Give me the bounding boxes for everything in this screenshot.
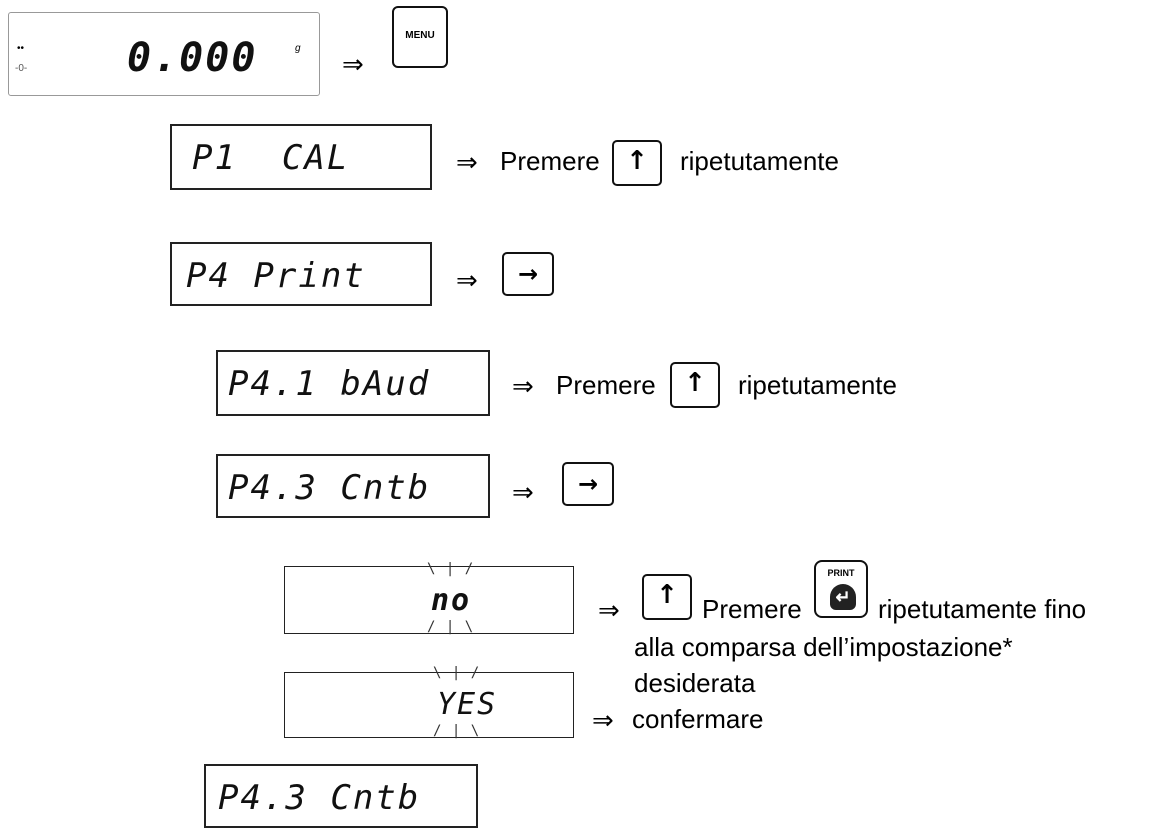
right-key[interactable]: → [502,252,554,296]
implies-arrow: ⇒ [456,148,478,178]
lcd-p41-baud: P4.1 bAud [216,350,490,416]
lcd-p1-cal-text: P1 CAL [192,138,350,178]
blink-marks-top: \ | / [433,665,481,681]
instruction-ripetutamente-fino: ripetutamente fino [878,594,1087,624]
instruction-alla-comparsa: alla comparsa dell’impostazione* [634,632,1013,662]
blink-marks-bottom: / | \ [433,723,481,739]
menu-key-label: MENU [405,30,435,41]
implies-arrow: ⇒ [342,50,364,80]
instruction-desiderata: desiderata [634,668,756,698]
lcd-yes-text: YES [437,687,498,722]
implies-arrow: ⇒ [512,372,534,402]
lcd-p43-cntb-final: P4.3 Cntb [204,764,478,828]
zero-indicator: -0- [15,63,28,74]
lcd-p41-baud-text: P4.1 bAud [228,364,431,404]
print-key[interactable]: PRINT ↵ [814,560,868,618]
implies-arrow: ⇒ [592,706,614,736]
lcd-no-text: no [431,583,472,618]
up-key[interactable]: ↑ [612,140,662,186]
menu-key[interactable]: MENU [392,6,448,68]
instruction-premere: Premere [702,594,802,624]
up-arrow-icon: ↑ [684,368,706,398]
right-key[interactable]: → [562,462,614,506]
up-arrow-icon: ↑ [626,146,648,176]
unit-label: g [295,43,301,54]
up-key[interactable]: ↑ [670,362,720,408]
instruction-confermare: confermare [632,704,764,734]
instruction-ripetutamente: ripetutamente [680,146,839,176]
up-arrow-icon: ↑ [656,580,678,610]
implies-arrow: ⇒ [456,266,478,296]
blink-marks-top: \ | / [427,561,475,577]
lcd-p43-cntb-final-text: P4.3 Cntb [218,778,421,818]
implies-arrow: ⇒ [512,478,534,508]
lcd-p1-cal: P1 CAL [170,124,432,190]
instruction-premere: Premere [500,146,600,176]
blink-marks-bottom: / | \ [427,619,475,635]
initial-display: •• -0- 0.000 g [8,12,320,96]
lcd-yes: \ | / YES / | \ [284,665,574,739]
lcd-p4-print: P4 Print [170,242,432,306]
lcd-p43-cntb: P4.3 Cntb [216,454,490,518]
right-arrow-icon: → [517,260,539,288]
implies-arrow: ⇒ [598,596,620,626]
print-key-label: PRINT [827,568,855,578]
instruction-premere: Premere [556,370,656,400]
instruction-ripetutamente: ripetutamente [738,370,897,400]
stability-indicator: •• [17,43,25,54]
weight-value: 0.000 [127,35,258,81]
lcd-p43-cntb-text: P4.3 Cntb [228,468,431,508]
lcd-p4-print-text: P4 Print [186,256,366,296]
enter-icon: ↵ [830,584,856,610]
up-key[interactable]: ↑ [642,574,692,620]
lcd-no: \ | / no / | \ [284,561,574,635]
right-arrow-icon: → [577,470,599,498]
